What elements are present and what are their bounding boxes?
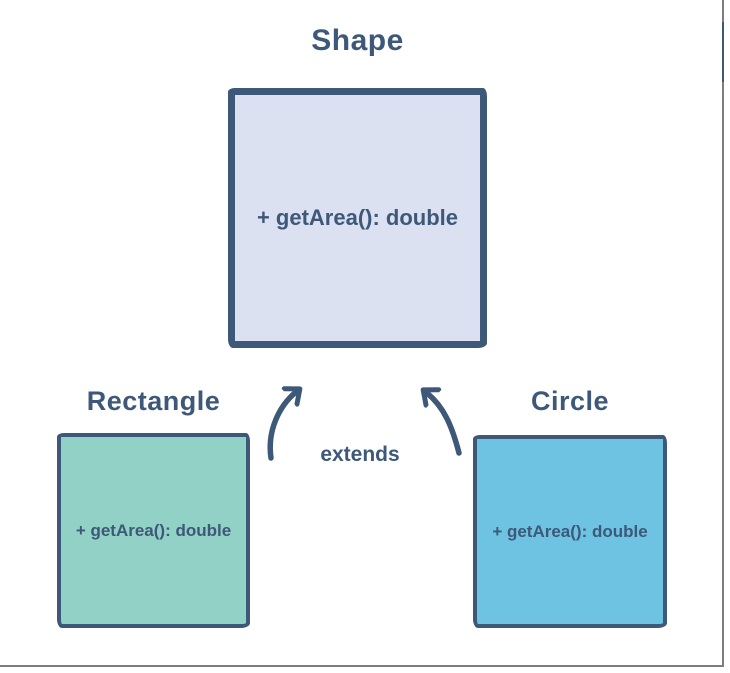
canvas-right-edge	[722, 0, 724, 667]
class-box-shape: + getArea(): double	[228, 88, 487, 348]
canvas-right-edge-accent	[722, 22, 724, 82]
inheritance-arrow-left-icon	[267, 392, 296, 461]
class-box-circle: + getArea(): double	[473, 435, 667, 628]
inheritance-arrow-right-icon	[427, 393, 462, 456]
class-title-rectangle: Rectangle	[86, 386, 221, 416]
relation-label-extends: extends	[320, 443, 400, 466]
class-member-shape: + getArea(): double	[256, 205, 459, 230]
canvas-bottom-edge	[0, 665, 724, 667]
class-member-circle: + getArea(): double	[492, 521, 648, 541]
class-member-rectangle: + getArea(): double	[75, 520, 232, 540]
class-title-circle: Circle	[530, 386, 610, 416]
class-title-shape: Shape	[311, 24, 404, 57]
class-box-rectangle: + getArea(): double	[57, 433, 250, 628]
